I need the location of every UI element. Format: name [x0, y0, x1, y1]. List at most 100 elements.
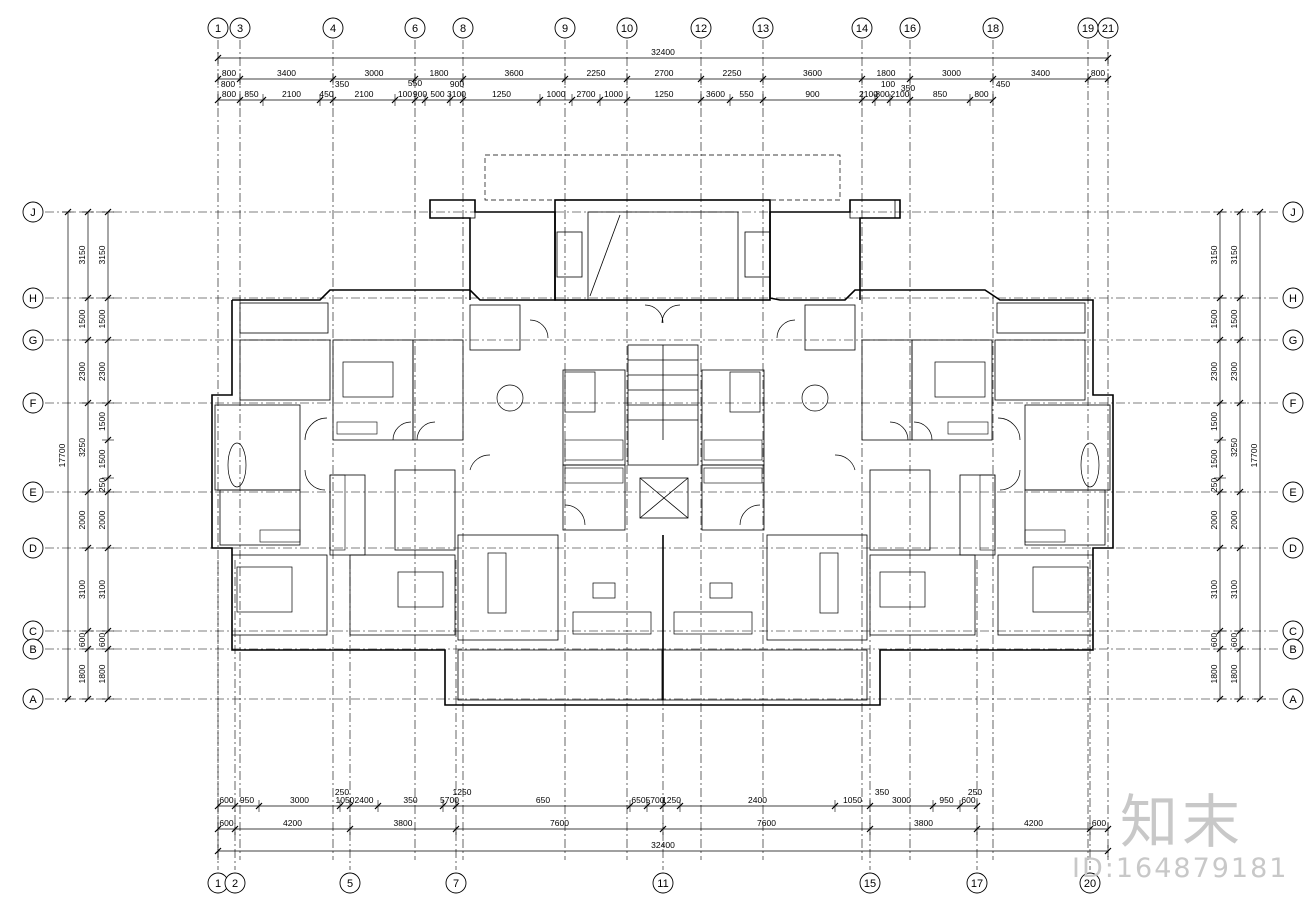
axis-bubble-right-circle	[1282, 329, 1304, 351]
dim-top-extra-label: 450	[996, 79, 1010, 89]
axis-bubble-left-circle	[22, 481, 44, 503]
dim-bottom-row1-label: 3000	[290, 795, 309, 805]
dim-top-extra-label: 800	[221, 79, 235, 89]
dim-right-total-label: 17700	[1249, 443, 1259, 467]
dim-right-inner-label: 1500	[1209, 309, 1219, 328]
furniture	[227, 361, 1100, 635]
axis-bubble-right: G	[1282, 329, 1304, 351]
axis-bubble-right-label: E	[1289, 487, 1296, 499]
dim-bottom-row1-label: 1050	[843, 795, 862, 805]
dim-right-inner-label: 250	[1209, 478, 1219, 492]
dim-top-row2-label: 2100	[891, 89, 910, 99]
axis-bubble-top: 13	[752, 17, 774, 39]
axis-bubble-right: E	[1282, 481, 1304, 503]
axis-bubble-left-circle	[22, 537, 44, 559]
axis-bubble-top-label: 6	[412, 23, 418, 35]
dim-bottom-extra-label: 350	[875, 787, 889, 797]
axis-bubble-left-label: B	[29, 644, 36, 656]
axis-bubble-left: B	[22, 638, 44, 660]
axis-bubble-right-label: B	[1289, 644, 1296, 656]
dim-right-outer-label: 3150	[1229, 245, 1239, 264]
axis-bubble-left: E	[22, 481, 44, 503]
axis-bubble-bottom: 7	[445, 872, 467, 894]
axis-bubble-bottom-label: 17	[971, 878, 983, 890]
dim-bottom-row1-label: 650	[536, 795, 550, 805]
axis-bubble-top: 4	[322, 17, 344, 39]
dim-top-extra-label: 350	[335, 79, 349, 89]
dim-right-outer-label: 600	[1229, 633, 1239, 647]
dim-bottom-row2-label: 7600	[550, 818, 569, 828]
axis-bubble-top-label: 19	[1082, 23, 1094, 35]
axis-bubble-right-circle	[1282, 537, 1304, 559]
axis-bubble-bottom-circle	[966, 872, 988, 894]
axis-bubble-bottom-circle	[224, 872, 246, 894]
dim-bottom-row1-label: 950	[939, 795, 953, 805]
axis-bubble-top: 6	[404, 17, 426, 39]
dim-left-inner-label: 600	[97, 633, 107, 647]
axis-bubble-top-label: 21	[1102, 23, 1114, 35]
axis-bubble-top-circle	[207, 17, 229, 39]
dim-left-outer-label: 3250	[77, 438, 87, 457]
axis-bubble-left: A	[22, 688, 44, 710]
dim-top-row1-label: 3600	[803, 68, 822, 78]
dim-top-row2-label: 500	[430, 89, 444, 99]
dim-top-row2-label: 1000	[604, 89, 623, 99]
dim-right-outer-label: 2300	[1229, 362, 1239, 381]
axis-bubble-top: 18	[982, 17, 1004, 39]
axis-bubble-left: J	[22, 201, 44, 223]
dim-bottom-row1-label: 600	[219, 795, 233, 805]
dim-top-row1-label: 2700	[655, 68, 674, 78]
dim-top-row1-label: 3000	[365, 68, 384, 78]
axis-bubble-right: H	[1282, 287, 1304, 309]
axis-bubble-left-label: G	[29, 335, 38, 347]
axis-bubble-right-circle	[1282, 481, 1304, 503]
axis-bubble-top: 16	[899, 17, 921, 39]
dim-top-row2-label: 850	[244, 89, 258, 99]
dim-right-outer-label: 3250	[1229, 438, 1239, 457]
axis-bubble-top-label: 18	[987, 23, 999, 35]
dim-bottom-row1-label: 1250	[662, 795, 681, 805]
axis-bubble-top-circle	[404, 17, 426, 39]
dim-top-extra-label: 900	[450, 79, 464, 89]
dim-bottom-row2-label: 4200	[1024, 818, 1043, 828]
axis-bubble-left-label: H	[29, 293, 37, 305]
dim-bottom-row1-label: 3000	[892, 795, 911, 805]
axis-bubble-right-circle	[1282, 638, 1304, 660]
axis-bubble-bottom-label: 2	[232, 878, 238, 890]
axis-bubble-right: C	[1282, 620, 1304, 642]
dim-bottom-extra-label: 250	[968, 787, 982, 797]
axis-bubble-bottom: 17	[966, 872, 988, 894]
dim-left-inner-label: 1500	[97, 412, 107, 431]
dim-left-outer-label: 1800	[77, 664, 87, 683]
grid-axes	[45, 40, 1280, 870]
dim-left-outer-label: 600	[77, 633, 87, 647]
axis-bubble-right: J	[1282, 201, 1304, 223]
axis-bubble-right-label: F	[1290, 398, 1297, 410]
axis-bubble-right-circle	[1282, 287, 1304, 309]
axis-bubble-top: 14	[851, 17, 873, 39]
dim-bottom-row1-label: 2400	[748, 795, 767, 805]
axis-bubble-bottom-circle	[445, 872, 467, 894]
axis-bubble-bottom-circle	[1079, 872, 1101, 894]
dim-top-row2-label: 100	[398, 89, 412, 99]
axis-bubble-bottom-label: 1	[215, 878, 221, 890]
axis-bubble-left-circle	[22, 638, 44, 660]
dim-bottom-row1-label: 600	[961, 795, 975, 805]
axis-bubble-top-circle	[452, 17, 474, 39]
axis-bubble-right-circle	[1282, 688, 1304, 710]
axis-bubble-left-label: D	[29, 543, 37, 555]
axis-bubble-top-circle	[899, 17, 921, 39]
axis-bubble-left-label: J	[30, 207, 36, 219]
axis-bubble-top-circle	[616, 17, 638, 39]
dim-left-inner-label: 3150	[97, 245, 107, 264]
dim-top-row1-label: 2250	[587, 68, 606, 78]
axis-bubble-bottom-label: 7	[453, 878, 459, 890]
dim-top-row1-label: 800	[222, 68, 236, 78]
dim-bottom-row2-label: 7600	[757, 818, 776, 828]
dim-bottom-row1-label: 350	[403, 795, 417, 805]
dim-bottom-row2-label: 3800	[914, 818, 933, 828]
axis-bubble-right-circle	[1282, 392, 1304, 414]
axis-bubble-top: 8	[452, 17, 474, 39]
